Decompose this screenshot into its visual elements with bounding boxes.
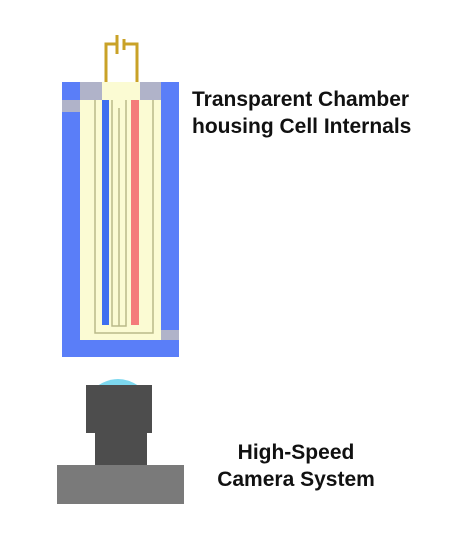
cell-separator-outline (94, 100, 154, 334)
camera-lens-housing (86, 385, 152, 433)
wire-red-lead (125, 42, 139, 84)
seal-left-side (62, 100, 80, 112)
electrode-red (131, 100, 139, 325)
high-speed-camera (57, 379, 184, 504)
seal-top-right (140, 82, 161, 100)
camera-label-line1: High-Speed (237, 441, 355, 464)
camera-base (57, 465, 184, 504)
camera-lens (97, 379, 139, 386)
chamber-interior (80, 82, 161, 340)
chamber-label-line2: housing Cell Internals (192, 115, 412, 138)
seal-top-left (80, 82, 102, 100)
transparent-chamber (62, 82, 179, 357)
camera-label: High-Speed Camera System (196, 439, 396, 493)
camera-neck (95, 432, 147, 466)
power-wiring (104, 35, 139, 84)
chamber-label-line1: Transparent Chamber (192, 88, 410, 111)
chamber-label: Transparent Chamber housing Cell Interna… (192, 86, 411, 140)
electrode-blue (102, 100, 109, 325)
camera-label-line2: Camera System (217, 468, 375, 491)
wire-blue-lead (104, 42, 116, 84)
seal-bottom-right (161, 330, 179, 340)
